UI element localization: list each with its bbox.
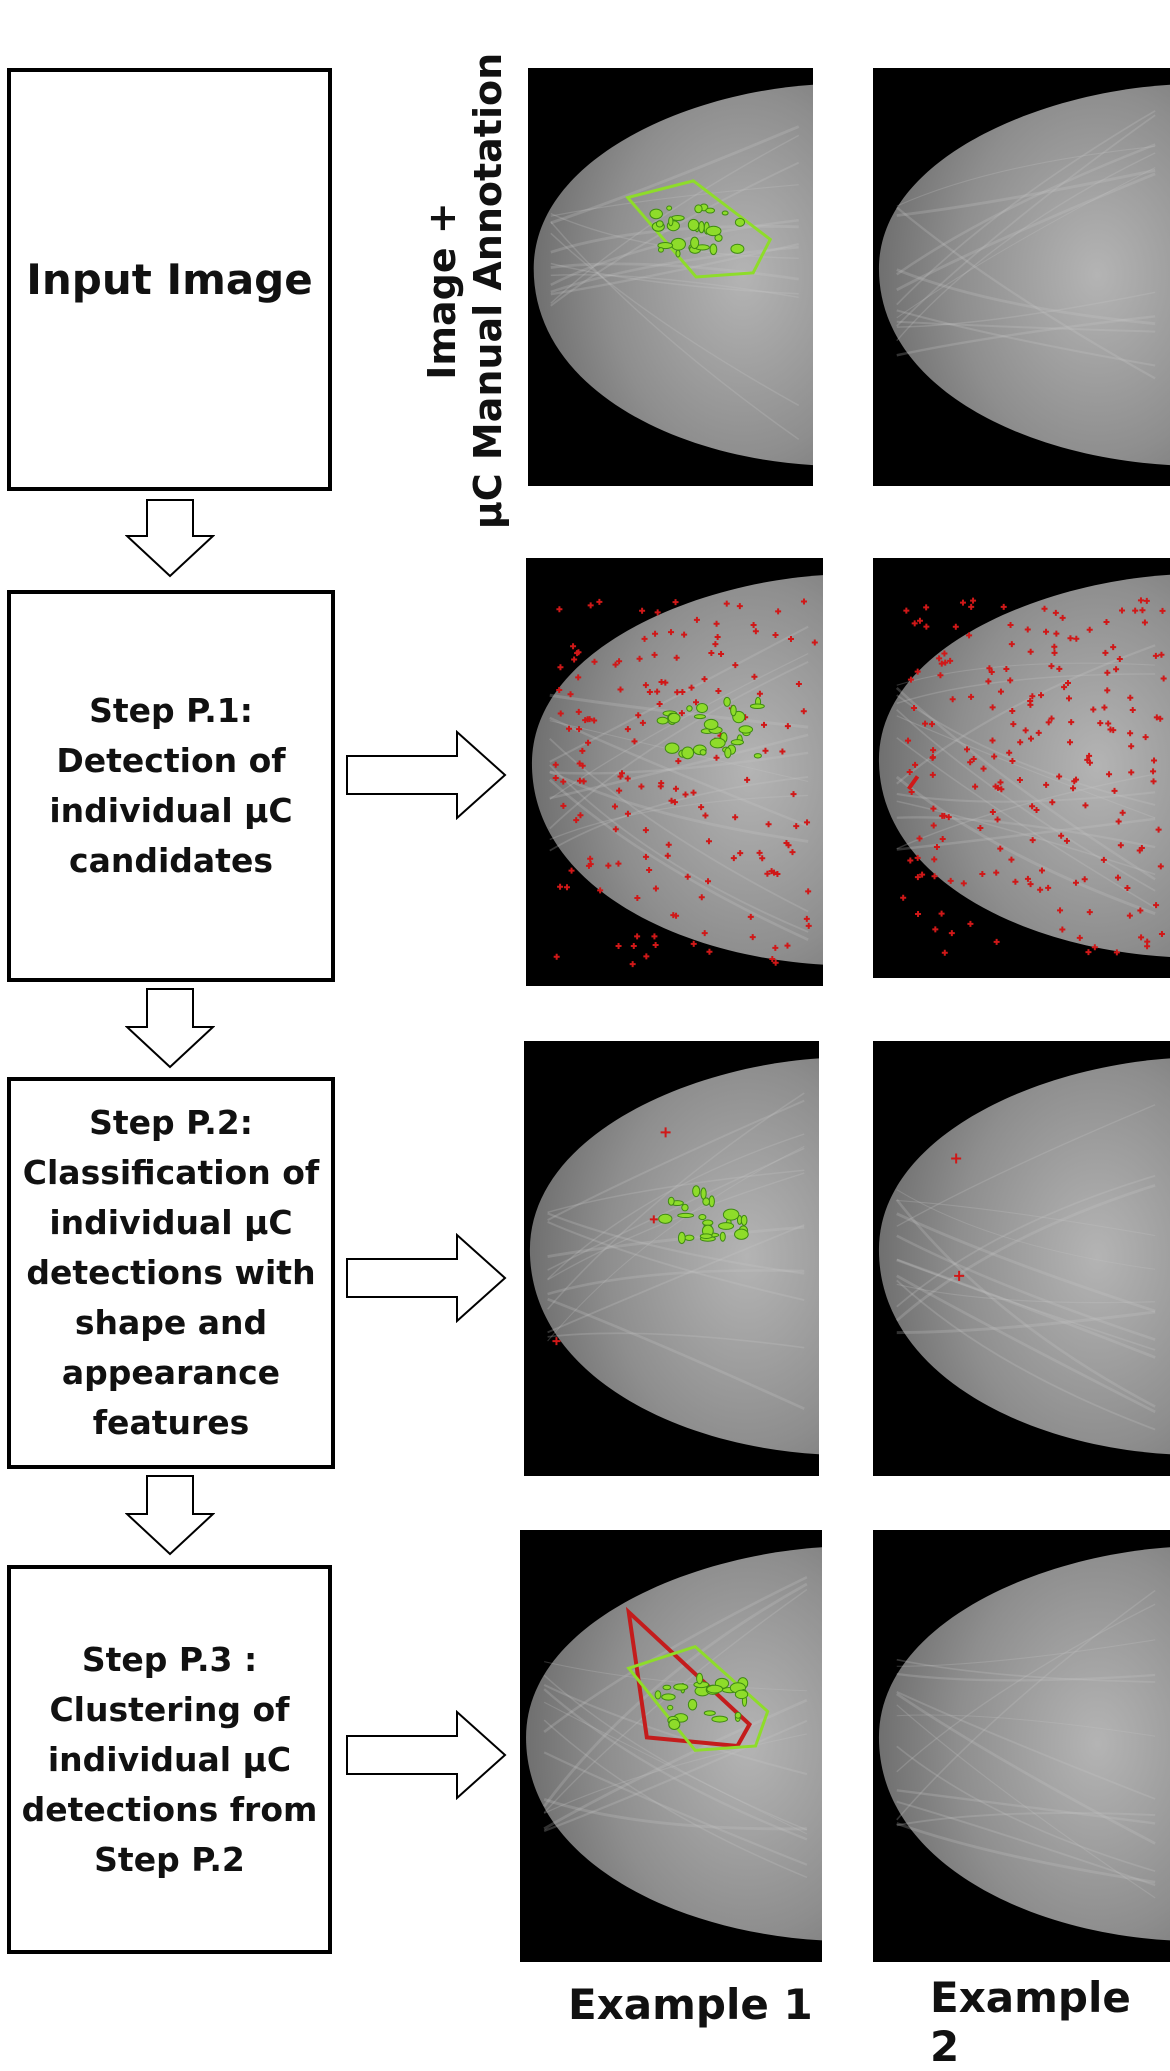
annotation-label-line1: Image + bbox=[420, 201, 464, 380]
mammogram-ex1-step2 bbox=[524, 1041, 819, 1476]
step-p3-box: Step P.3 : Clustering of individual µC d… bbox=[7, 1565, 332, 1954]
step-p2-text: Step P.2: Classification of individual µ… bbox=[22, 1103, 320, 1442]
down-arrow-1 bbox=[125, 499, 215, 578]
mammogram-ex2-step2 bbox=[873, 1041, 1170, 1476]
mammogram-ex1-step1 bbox=[526, 558, 823, 986]
input-image-label: Input Image bbox=[26, 255, 313, 304]
annotation-label-line2: µC Manual Annotation bbox=[466, 52, 510, 529]
right-arrow-2 bbox=[346, 1233, 507, 1323]
mammogram-ex2-step3 bbox=[873, 1530, 1170, 1962]
right-arrow-1 bbox=[346, 730, 507, 820]
example-1-label: Example 1 bbox=[568, 1980, 813, 2029]
step-p3-text: Step P.3 : Clustering of individual µC d… bbox=[21, 1639, 318, 1879]
example-2-label: Example 2 bbox=[930, 1973, 1131, 2071]
down-arrow-3 bbox=[125, 1475, 215, 1556]
annotation-row-label: Image + µC Manual Annotation bbox=[420, 48, 510, 533]
step-p1-box: Step P.1: Detection of individual µC can… bbox=[7, 590, 335, 982]
mammogram-ex1-annotation bbox=[528, 68, 813, 486]
step-p1-text: Step P.1: Detection of individual µC can… bbox=[49, 691, 293, 880]
input-image-box: Input Image bbox=[7, 68, 332, 491]
right-arrow-3 bbox=[346, 1710, 507, 1800]
mammogram-ex1-step3 bbox=[520, 1530, 822, 1962]
step-p2-box: Step P.2: Classification of individual µ… bbox=[7, 1077, 335, 1469]
mammogram-ex2-annotation bbox=[873, 68, 1170, 486]
mammogram-ex2-step1 bbox=[873, 558, 1170, 978]
down-arrow-2 bbox=[125, 988, 215, 1069]
